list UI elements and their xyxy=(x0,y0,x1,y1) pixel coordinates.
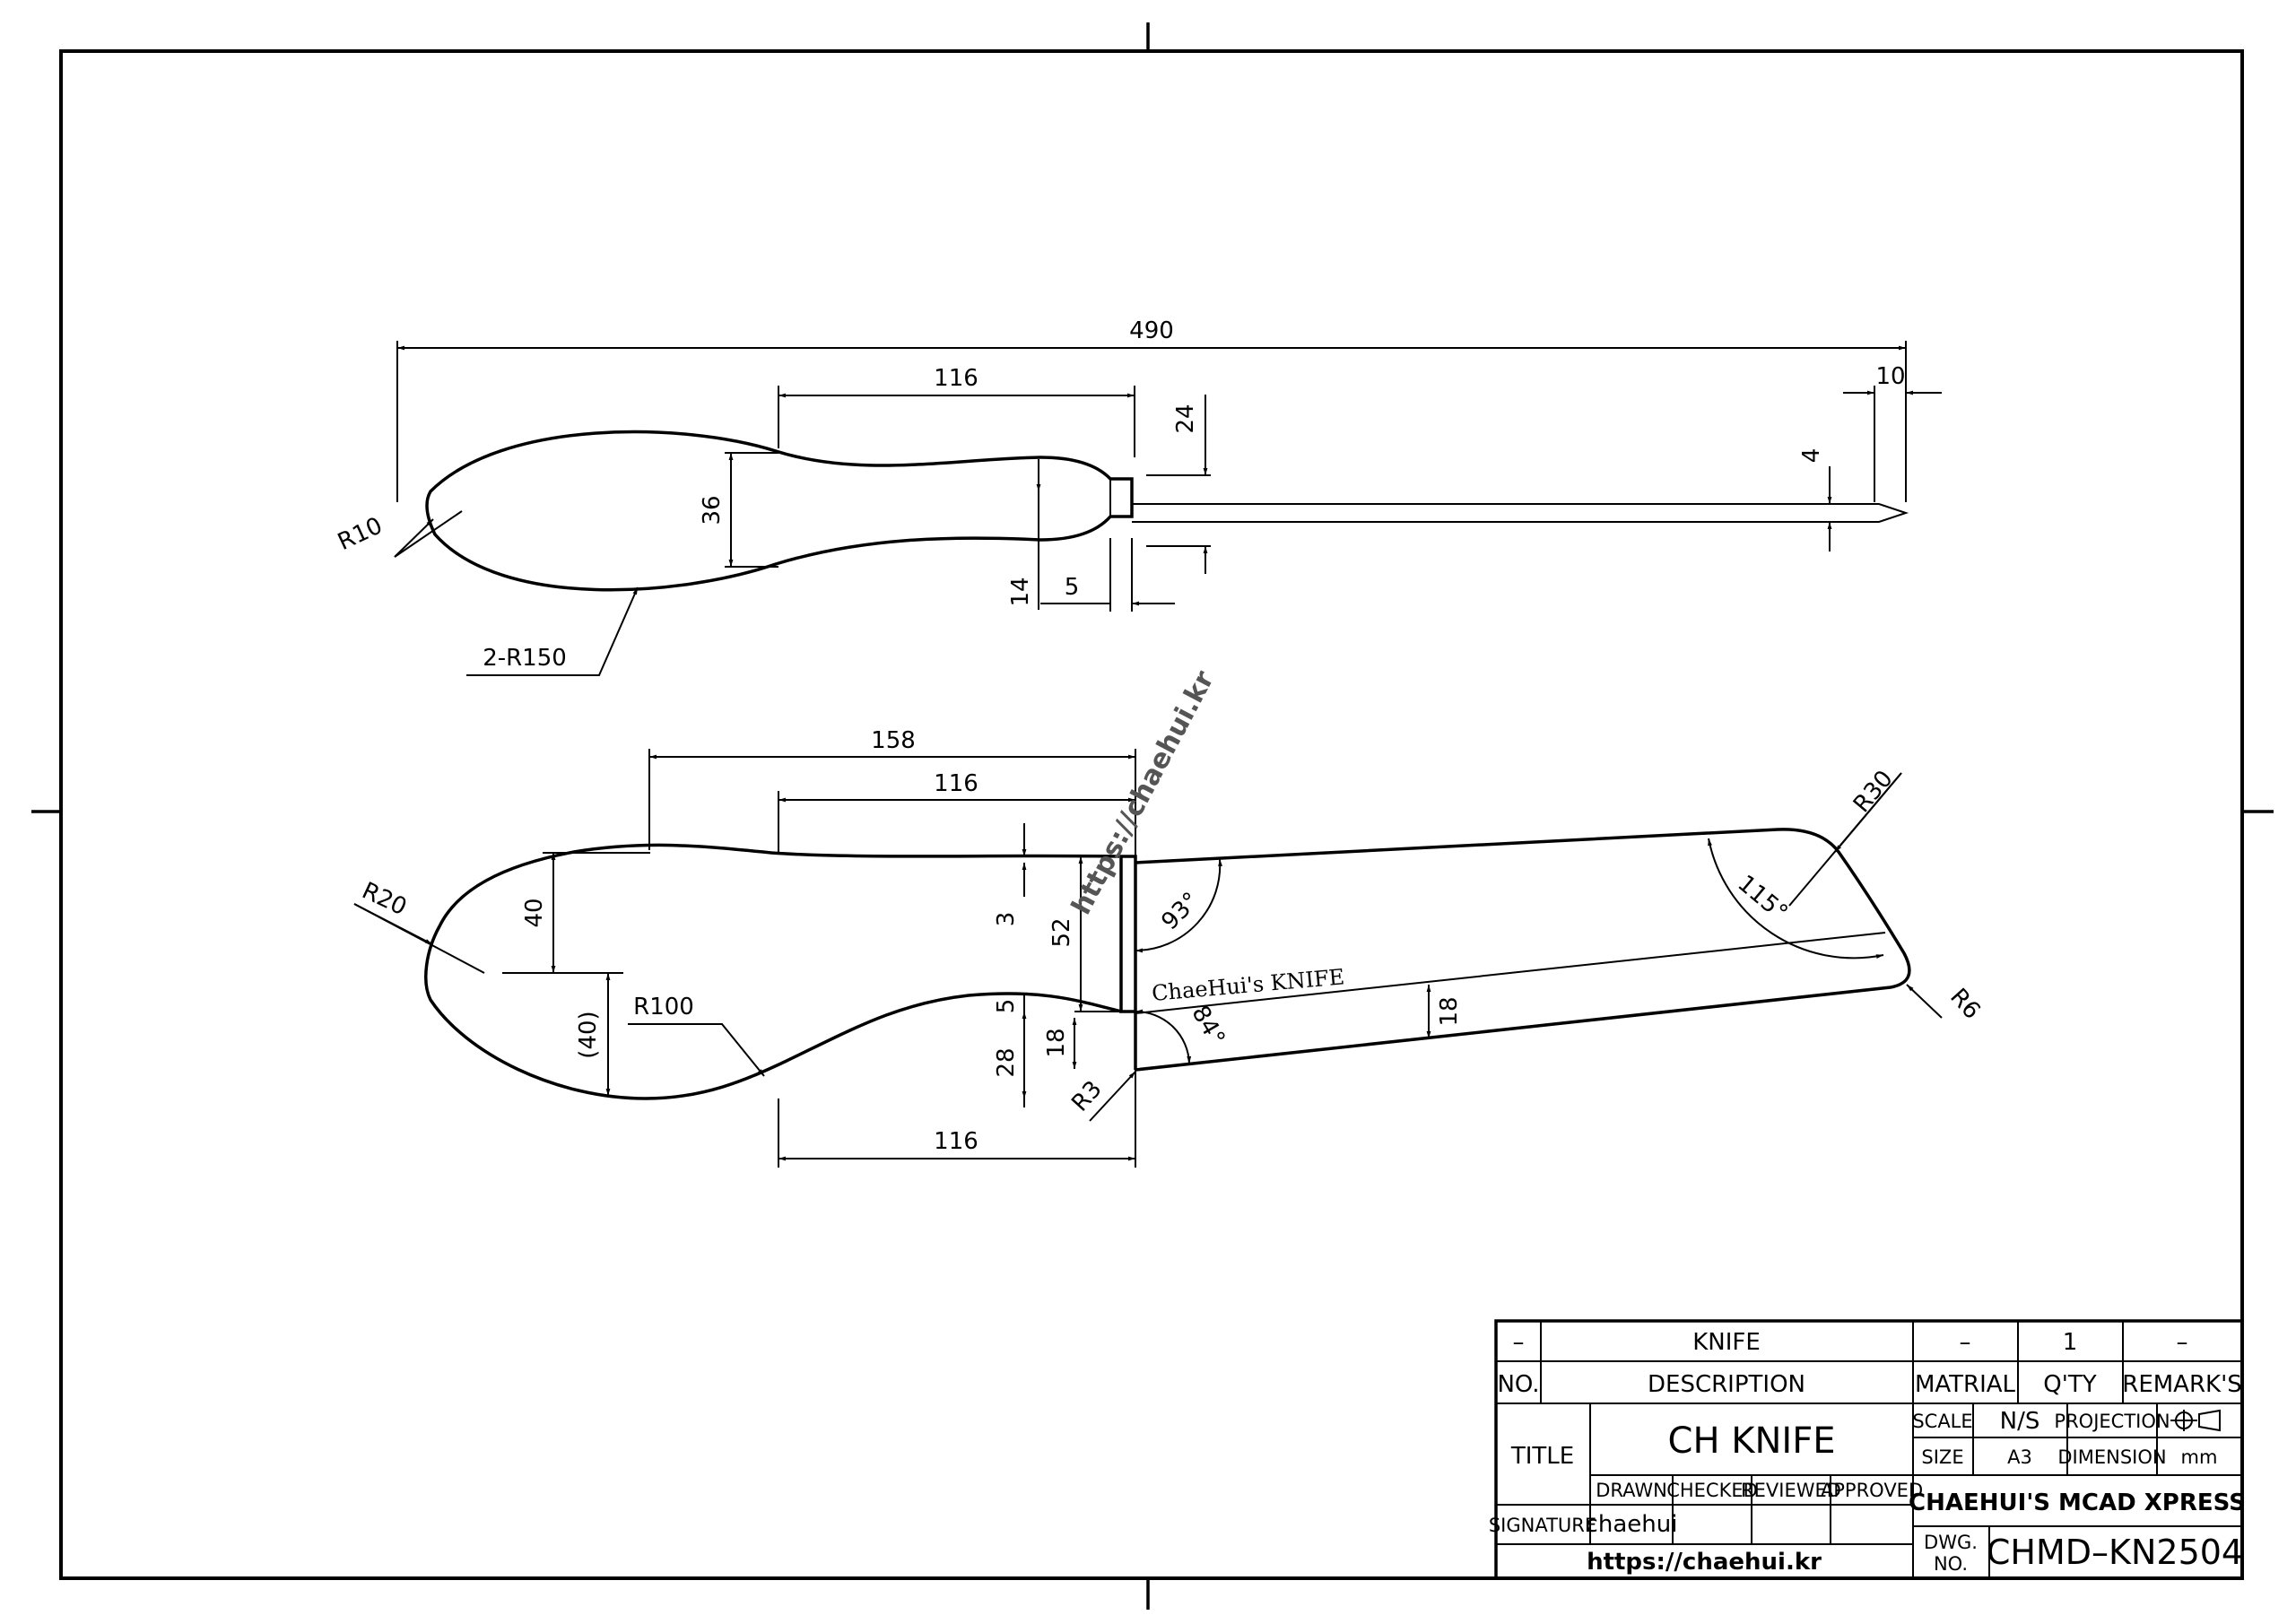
part-remarks: – xyxy=(2177,1329,2188,1356)
scale-label: SCALE xyxy=(1912,1411,1972,1432)
dim-handle-bottom-116: 116 xyxy=(778,1070,1136,1168)
dim-overall-490: 490 xyxy=(396,317,1907,502)
dim-text: 116 xyxy=(934,1128,978,1155)
dim-radius-r10: R10 xyxy=(334,510,463,558)
dim-neck-14: 14 xyxy=(1007,459,1041,610)
part-no: – xyxy=(1513,1329,1525,1356)
dim-blade-18: 18 xyxy=(1426,985,1463,1038)
part-name: KNIFE xyxy=(1692,1329,1761,1356)
dim-text: R10 xyxy=(334,512,387,556)
dim-text: 52 xyxy=(1048,917,1075,947)
title-value: CH KNIFE xyxy=(1668,1420,1836,1462)
dim-text: 93° xyxy=(1156,887,1205,935)
dim-text: R20 xyxy=(358,877,411,921)
sheet-frame xyxy=(31,22,2274,1610)
dim-radius-2r150: 2-R150 xyxy=(466,586,639,676)
dim-text: 158 xyxy=(871,727,916,754)
dim-text: 490 xyxy=(1129,317,1174,344)
dim-text: 2-R150 xyxy=(483,645,567,672)
dim-text: 14 xyxy=(1007,577,1034,606)
dim-handle-158: 158 xyxy=(648,727,1136,856)
dim-radius-r20: R20 xyxy=(353,877,485,974)
header-description: DESCRIPTION xyxy=(1648,1371,1805,1398)
watermark-url: https://chaehui.kr xyxy=(1065,665,1221,919)
dim-lower-18: 18 xyxy=(1043,1018,1077,1069)
reviewed-label: REVIEWED xyxy=(1741,1480,1841,1501)
dim-radius-r3: R3 xyxy=(1066,1071,1136,1122)
company-name: CHAEHUI'S MCAD XPRESS xyxy=(1909,1489,2246,1516)
dim-text: R6 xyxy=(1944,984,1985,1025)
dim-text: 5 xyxy=(993,999,1020,1014)
dim-tip-10: 10 xyxy=(1843,363,1942,502)
dim-text: 116 xyxy=(934,770,978,797)
dim-text: R3 xyxy=(1066,1076,1107,1117)
header-material: MATRIAL xyxy=(1915,1371,2016,1398)
dim-handle-116: 116 xyxy=(778,365,1135,457)
part-material: – xyxy=(1960,1329,1971,1356)
dim-text: 36 xyxy=(699,495,726,525)
blade-engraving: ChaeHui's KNIFE xyxy=(1151,964,1345,1006)
dim-guard-3: 3 xyxy=(993,823,1027,927)
drawn-label: DRAWN xyxy=(1596,1480,1667,1501)
header-qty: Q'TY xyxy=(2043,1371,2096,1398)
projection-symbol-icon xyxy=(2170,1409,2221,1432)
dwg-number: CHMD–KN2504 xyxy=(1987,1533,2243,1572)
dim-handle-top-116: 116 xyxy=(778,770,1135,852)
title-block: – KNIFE – 1 – NO. DESCRIPTION MATRIAL Q'… xyxy=(1489,1319,2246,1580)
dim-guard-52: 52 xyxy=(1048,855,1119,1012)
top-view-outline xyxy=(425,430,1909,592)
dim-radius-r100: R100 xyxy=(628,994,765,1077)
dim-radius-r30: R30 xyxy=(1788,766,1902,907)
dim-text: 115° xyxy=(1733,870,1793,926)
dim-lower-28: 28 xyxy=(993,1012,1027,1099)
dim-text: 40 xyxy=(521,898,548,927)
dim-lower-40: (40) xyxy=(575,973,611,1096)
dim-bolster-5: 5 xyxy=(1040,538,1175,612)
part-qty: 1 xyxy=(2063,1329,2078,1356)
dim-text: R30 xyxy=(1848,766,1899,818)
dim-text: 4 xyxy=(1798,448,1825,464)
header-no: NO. xyxy=(1497,1371,1539,1398)
dim-text: 28 xyxy=(993,1047,1020,1077)
header-remarks: REMARK'S xyxy=(2122,1371,2241,1398)
signature-label: SIGNATURE xyxy=(1489,1515,1596,1536)
approved-label: APPROVED xyxy=(1821,1480,1923,1501)
scale-value: N/S xyxy=(2000,1408,2040,1435)
dim-upper-40: 40 xyxy=(502,852,650,974)
dim-angle-84: 84° xyxy=(1135,1002,1230,1064)
dim-text: 10 xyxy=(1875,363,1905,390)
dim-text: 24 xyxy=(1172,404,1199,433)
dim-text: 5 xyxy=(1065,574,1080,601)
signature-value: chaehui xyxy=(1586,1511,1678,1538)
dimension-label: DIMENSION xyxy=(2057,1446,2166,1468)
dim-thickness-4: 4 xyxy=(1798,448,1832,551)
dim-radius-r6: R6 xyxy=(1906,984,1986,1025)
dim-text: R100 xyxy=(633,994,694,1020)
dim-text: 84° xyxy=(1186,1002,1230,1051)
dim-angle-93: 93° xyxy=(1135,858,1222,953)
website: https://chaehui.kr xyxy=(1587,1549,1822,1576)
dwg-label: DWG. xyxy=(1924,1532,1978,1553)
dwg-label-no: NO. xyxy=(1934,1553,1968,1575)
dimension-value: mm xyxy=(2181,1446,2218,1468)
dim-bolster-24: 24 xyxy=(1146,395,1211,574)
side-view: ChaeHui's KNIFE 158 116 116 R20 xyxy=(353,727,1986,1168)
projection-label: PROJECTION xyxy=(2054,1411,2170,1432)
dim-text: 18 xyxy=(1436,996,1463,1026)
top-view: 490 116 24 10 4 xyxy=(334,317,1942,676)
size-value: A3 xyxy=(2007,1446,2032,1468)
title-label: TITLE xyxy=(1510,1443,1574,1470)
side-view-outline xyxy=(424,828,1911,1100)
checked-label: CHECKED xyxy=(1666,1480,1758,1501)
dim-text: 3 xyxy=(993,912,1020,927)
dim-text: 116 xyxy=(934,365,978,392)
dim-text: 18 xyxy=(1043,1028,1070,1057)
dim-width-36: 36 xyxy=(699,452,778,568)
dim-text: (40) xyxy=(575,1011,602,1058)
size-label: SIZE xyxy=(1921,1446,1963,1468)
